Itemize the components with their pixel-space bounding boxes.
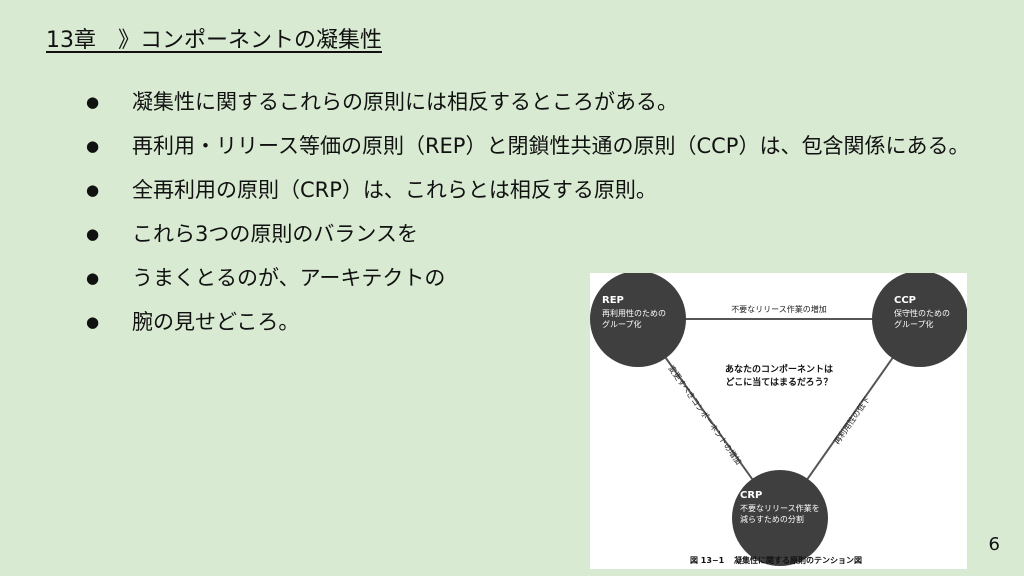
node-rep (590, 273, 686, 367)
center-text-1: あなたのコンポーネントは (725, 363, 833, 375)
bullet-text: これら3つの原則のバランスを (132, 222, 418, 246)
tension-diagram: REP 再利用性のための グループ化 CCP 保守性のための グループ化 CRP… (590, 273, 967, 566)
node-ccp-name: CCP (894, 295, 916, 306)
node-crp-desc-2: 減らすための分割 (740, 514, 804, 524)
bullet-item: ● 全再利用の原則（CRP）は、これらとは相反する原則。 (84, 170, 1004, 210)
node-ccp-desc-1: 保守性のための (894, 308, 950, 318)
figure-caption-text: 凝集性に関する原則のテンション図 (734, 555, 862, 565)
bullet-text: うまくとるのが、アーキテクトの (132, 266, 446, 290)
edge-right-label: 再利用性の低下 (831, 395, 871, 447)
bullet-dot-icon: ● (86, 225, 100, 243)
node-rep-desc-1: 再利用性のための (602, 308, 666, 318)
node-rep-desc-2: グループ化 (602, 319, 642, 329)
tension-diagram-figure: REP 再利用性のための グループ化 CCP 保守性のための グループ化 CRP… (590, 273, 967, 569)
bullet-list: ● 凝集性に関するこれらの原則には相反するところがある。 ● 再利用・リリース等… (84, 82, 1004, 346)
node-ccp (872, 273, 967, 367)
node-ccp-desc-2: グループ化 (894, 319, 934, 329)
edge-top-label: 不要なリリース作業の増加 (731, 304, 827, 314)
bullet-dot-icon: ● (86, 93, 100, 111)
bullet-item: ● 凝集性に関するこれらの原則には相反するところがある。 (84, 82, 1004, 122)
bullet-text: 再利用・リリース等価の原則（REP）と閉鎖性共通の原則（CCP）は、包含関係にあ… (132, 134, 970, 158)
figure-caption-number: 図 13−1 (690, 556, 725, 565)
bullet-dot-icon: ● (86, 269, 100, 287)
bullet-dot-icon: ● (86, 313, 100, 331)
bullet-text: 全再利用の原則（CRP）は、これらとは相反する原則。 (132, 178, 657, 202)
node-crp (732, 470, 828, 566)
center-text-2: どこに当てはまるだろう？ (725, 376, 832, 388)
node-crp-name: CRP (740, 490, 762, 501)
page-number: 6 (988, 534, 1000, 555)
bullet-dot-icon: ● (86, 137, 100, 155)
bullet-text: 腕の見せどころ。 (132, 310, 300, 334)
node-crp-desc-1: 不要なリリース作業を (740, 503, 820, 513)
node-rep-name: REP (602, 295, 624, 306)
bullet-dot-icon: ● (86, 181, 100, 199)
bullet-item: ● うまくとるのが、アーキテクトの (84, 258, 1004, 298)
bullet-item: ● これら3つの原則のバランスを (84, 214, 1004, 254)
bullet-text: 凝集性に関するこれらの原則には相反するところがある。 (132, 90, 678, 114)
bullet-item: ● 再利用・リリース等価の原則（REP）と閉鎖性共通の原則（CCP）は、包含関係… (84, 126, 1004, 166)
slide-title: 13章 》コンポーネントの凝集性 (46, 28, 382, 53)
bullet-item: ● 腕の見せどころ。 (84, 302, 1004, 342)
